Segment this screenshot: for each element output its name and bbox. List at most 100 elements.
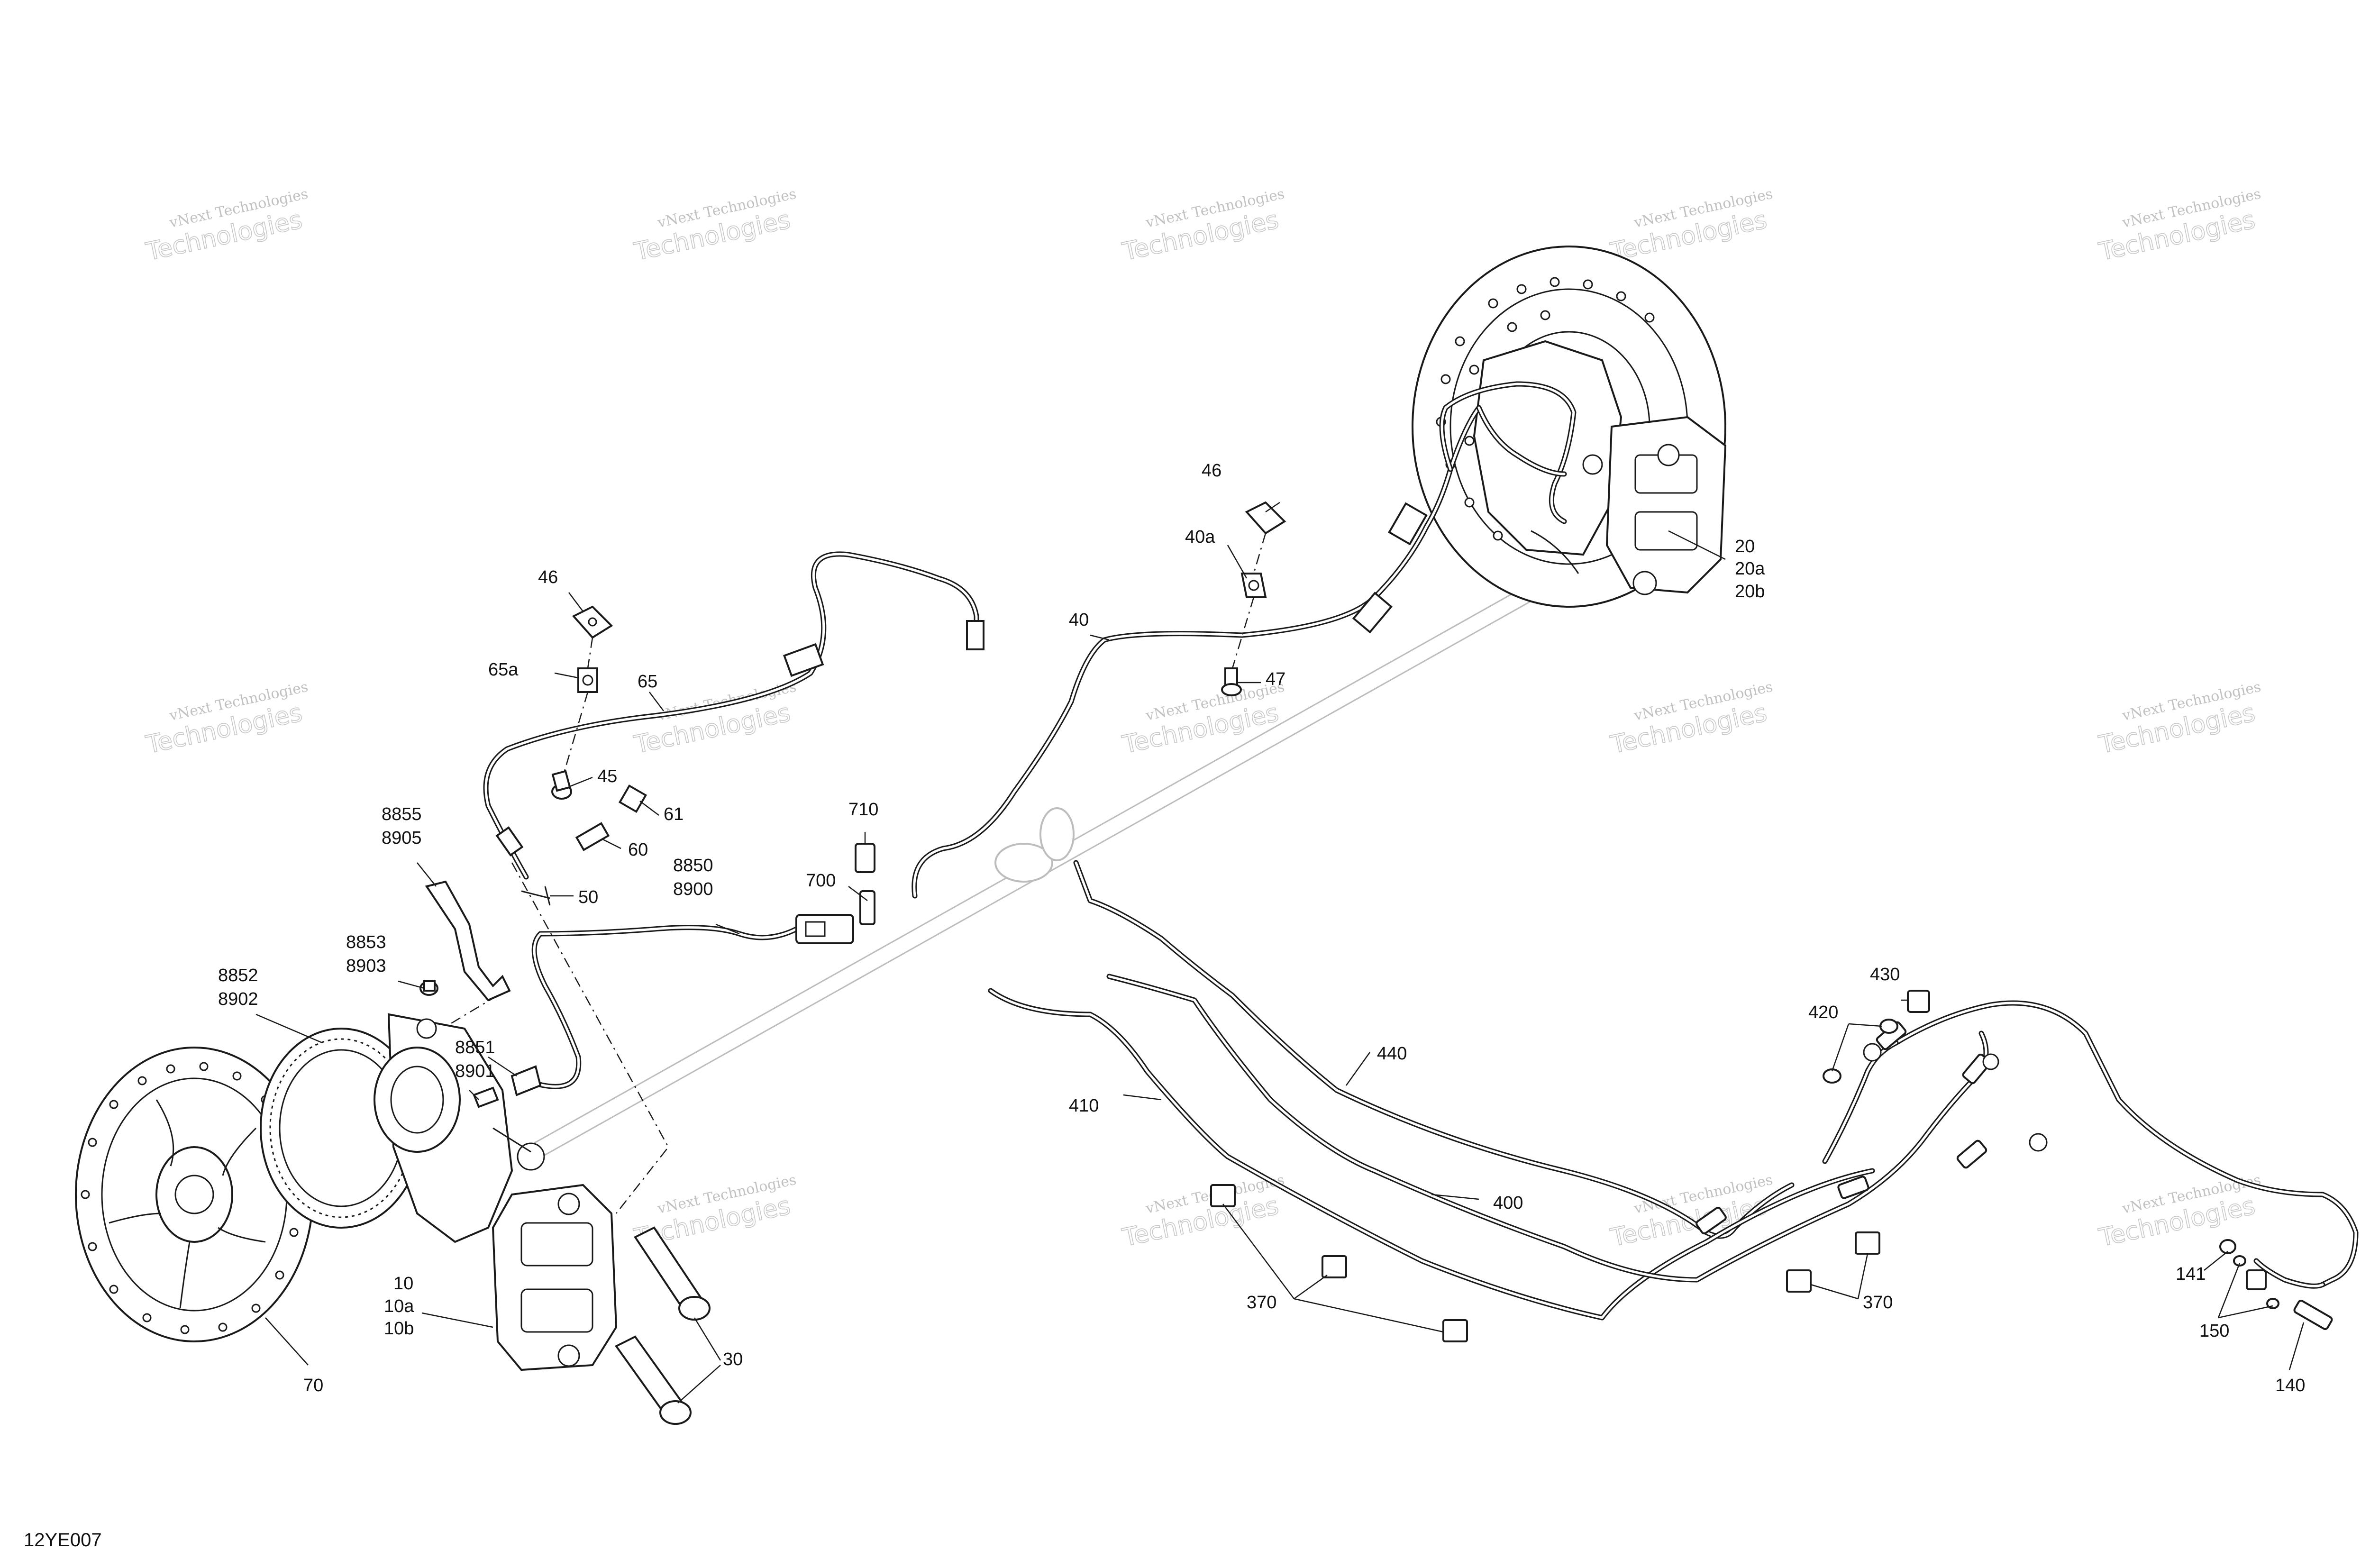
callout-46-right: 46 — [1202, 461, 1221, 481]
sensor-140 — [2293, 1300, 2333, 1330]
watermark: vNext Technologies Technologies — [631, 186, 798, 267]
clip-370c — [1442, 1319, 1468, 1342]
fitting-430 — [1907, 990, 1930, 1013]
callout-8855: 8855 — [382, 804, 422, 824]
callout-40: 40 — [1069, 610, 1089, 630]
watermark: vNext Technologies Technologies — [1608, 679, 1774, 760]
callout-8853: 8853 — [346, 932, 386, 952]
callout-370-right: 370 — [1863, 1293, 1893, 1313]
callout-150: 150 — [2199, 1321, 2229, 1341]
assembly-lines — [450, 533, 1267, 1214]
callout-50: 50 — [578, 887, 598, 907]
right-brake-assembly — [1412, 246, 1727, 608]
brake-line-400 — [1106, 974, 1989, 1283]
clip-46-right — [1245, 501, 1286, 535]
watermark: vNext Technologies Technologies — [143, 186, 310, 267]
washer-150b — [2266, 1298, 2279, 1309]
callout-20b: 20b — [1735, 582, 1765, 602]
clip-40a — [1240, 573, 1267, 598]
washer-420a — [1879, 1019, 1898, 1034]
left-brake-hose — [483, 551, 984, 880]
callout-10: 10 — [393, 1274, 413, 1294]
line-fittings — [1695, 1021, 2048, 1235]
washer-420b — [1823, 1068, 1841, 1084]
bolt-45 — [551, 770, 572, 800]
callout-10a: 10a — [384, 1296, 414, 1316]
callout-8900: 8900 — [673, 879, 713, 899]
callout-45: 45 — [597, 766, 617, 786]
callout-65: 65 — [638, 672, 657, 692]
callout-60: 60 — [628, 840, 648, 860]
brake-line-to-rear — [1822, 1000, 2359, 1289]
callout-410: 410 — [1069, 1096, 1099, 1116]
callout-700: 700 — [806, 871, 836, 891]
left-brake-rotor — [75, 1047, 314, 1342]
clip-65a — [577, 667, 598, 693]
bolt-8853 — [419, 980, 438, 996]
callout-30: 30 — [723, 1349, 743, 1369]
clip-370e — [1786, 1269, 1812, 1293]
callout-65a: 65a — [488, 660, 519, 680]
callout-8852: 8852 — [218, 966, 258, 985]
bracket-8855 — [425, 880, 511, 1002]
watermark: vNext Technologies Technologies — [143, 679, 310, 760]
callout-20a: 20a — [1735, 559, 1765, 579]
rotor-holes — [1436, 277, 1655, 541]
left-hub-knuckle — [374, 1013, 545, 1243]
watermark: vNext Technologies Technologies — [1120, 186, 1286, 267]
main-brake-hose — [912, 405, 1482, 899]
brake-line-410 — [988, 988, 1875, 1321]
callout-8850: 8850 — [673, 856, 713, 875]
callout-20: 20 — [1735, 537, 1755, 556]
clip-46-left — [572, 605, 613, 639]
callout-10b: 10b — [384, 1319, 414, 1339]
watermark: vNext Technologies Technologies — [1120, 1172, 1286, 1253]
fitting-adapter — [2246, 1269, 2267, 1290]
fitting-60 — [575, 822, 610, 851]
callout-labels: 20 20a 20b 46 40a 47 40 46 65a 65 45 61 … — [24, 461, 2305, 1550]
brake-line-440 — [1073, 860, 1795, 1239]
right-brake-caliper — [1605, 416, 1727, 594]
callout-8901: 8901 — [455, 1061, 495, 1081]
caliper-mounting-bolts — [615, 1226, 711, 1425]
abs-sensor-8901 — [510, 1065, 542, 1096]
watermark: vNext Technologies Technologies — [1608, 186, 1774, 267]
callout-46-left: 46 — [538, 567, 558, 587]
callout-710: 710 — [848, 800, 878, 820]
clip-50 — [521, 886, 551, 906]
watermark: vNext Technologies Technologies — [2096, 679, 2262, 760]
callout-140: 140 — [2275, 1376, 2305, 1395]
callout-8903: 8903 — [346, 956, 386, 976]
callout-70: 70 — [303, 1376, 323, 1395]
callout-430: 430 — [1870, 965, 1900, 985]
clip-370a — [1210, 1184, 1236, 1207]
fitting-61 — [618, 784, 647, 813]
left-brake-caliper — [492, 1184, 618, 1371]
callout-400: 400 — [1493, 1193, 1523, 1213]
callout-40a: 40a — [1185, 527, 1215, 547]
fitting-141 — [2219, 1239, 2236, 1254]
callout-47: 47 — [1266, 669, 1285, 689]
bolt-47 — [1221, 667, 1242, 696]
callout-8851: 8851 — [455, 1038, 495, 1057]
callout-420: 420 — [1808, 1003, 1838, 1022]
callout-8902: 8902 — [218, 989, 258, 1009]
watermark: vNext Technologies Technologies — [2096, 186, 2262, 267]
clip-370d — [1855, 1231, 1880, 1255]
callout-440: 440 — [1377, 1044, 1407, 1064]
drawing-id: 12YE007 — [24, 1530, 102, 1550]
clip-370b — [1322, 1255, 1347, 1278]
right-rotor-hoses — [1439, 381, 1577, 524]
callout-61: 61 — [664, 804, 684, 824]
axle — [518, 565, 1573, 1165]
fitting-700 — [859, 890, 875, 925]
callout-370-left: 370 — [1247, 1293, 1276, 1313]
bolt-8851 — [473, 1086, 499, 1108]
callout-141: 141 — [2176, 1264, 2206, 1284]
callout-8905: 8905 — [382, 828, 422, 848]
leader-lines — [255, 501, 2305, 1404]
washer-150a — [2233, 1255, 2246, 1267]
right-hub-knuckle — [1473, 340, 1623, 556]
fitting-710 — [855, 843, 875, 873]
